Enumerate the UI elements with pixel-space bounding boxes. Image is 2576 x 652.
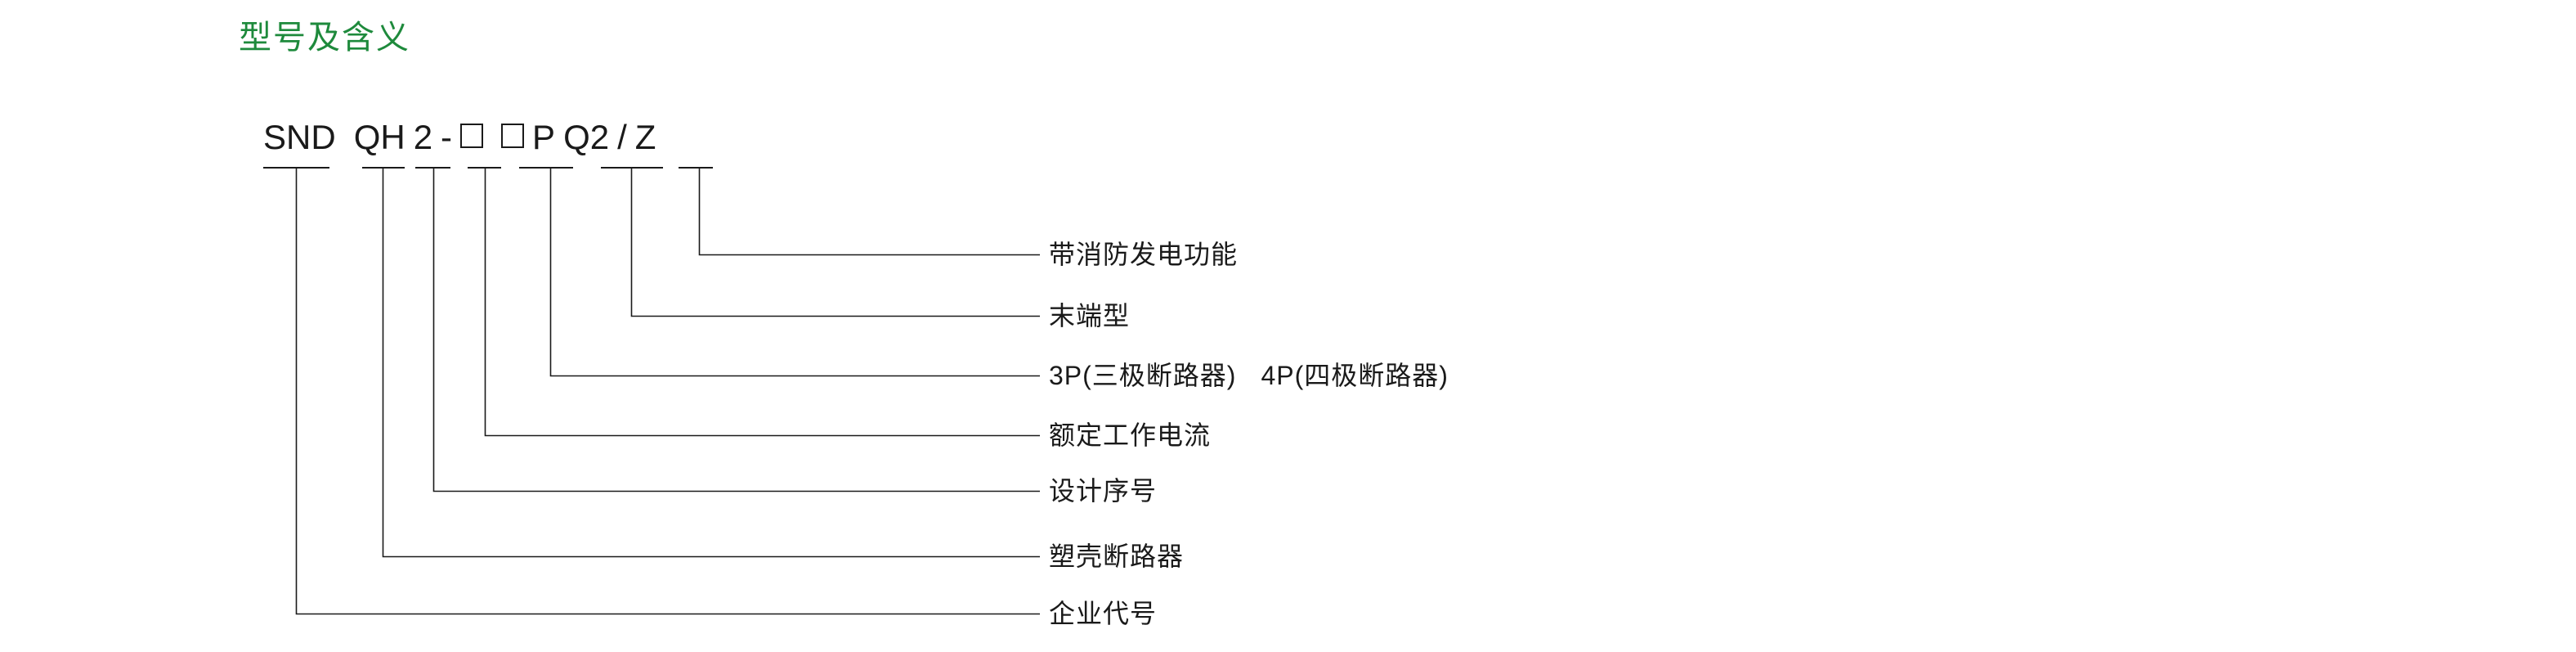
callout-text: 企业代号 <box>1049 599 1158 628</box>
code-segment-design: 2 <box>413 118 433 156</box>
callout-label-poles: 3P(三极断路器) 4P(四极断路器) <box>1049 362 1449 389</box>
leader-fire <box>698 168 1040 256</box>
page-title: 型号及含义 <box>239 20 410 56</box>
code-segment-fire: Z <box>634 118 656 156</box>
model-code-row: SND QH 2 - P Q2 / Z <box>263 118 656 156</box>
code-placeholder-box-2 <box>501 124 525 148</box>
callout-label-mccb: 塑壳断路器 <box>1049 543 1184 569</box>
callout-label-terminal: 末端型 <box>1049 303 1130 329</box>
leader-design <box>432 168 1040 492</box>
code-segment-series: QH <box>353 118 405 156</box>
callout-label-fire: 带消防发电功能 <box>1049 241 1238 268</box>
callout-text: 设计序号 <box>1049 476 1158 506</box>
callout-label-rated-current: 额定工作电流 <box>1049 422 1211 448</box>
code-segment-terminal: Q2 <box>563 118 610 156</box>
callout-text: 带消防发电功能 <box>1049 240 1239 269</box>
callout-text: 塑壳断路器 <box>1049 542 1185 571</box>
leader-poles <box>549 168 1040 377</box>
callout-text: 额定工作电流 <box>1049 420 1212 450</box>
callout-text-secondary: 4P(四极断路器) <box>1261 361 1449 390</box>
callout-text: 3P(三极断路器) <box>1049 361 1237 390</box>
leader-brand <box>295 168 1040 615</box>
code-segment-poles: P <box>532 118 556 156</box>
leader-term <box>630 168 1040 317</box>
code-segment-slash: / <box>617 118 627 156</box>
leader-mccb <box>382 168 1040 558</box>
code-segment-brand: SND <box>263 118 336 156</box>
leader-rated <box>484 168 1040 437</box>
code-placeholder-box-1 <box>460 124 484 148</box>
callout-label-design-序号: 设计序号 <box>1049 478 1157 504</box>
code-segment-dash: - <box>441 118 453 156</box>
callout-label-company-code: 企业代号 <box>1049 600 1157 627</box>
callout-text: 末端型 <box>1049 301 1131 330</box>
